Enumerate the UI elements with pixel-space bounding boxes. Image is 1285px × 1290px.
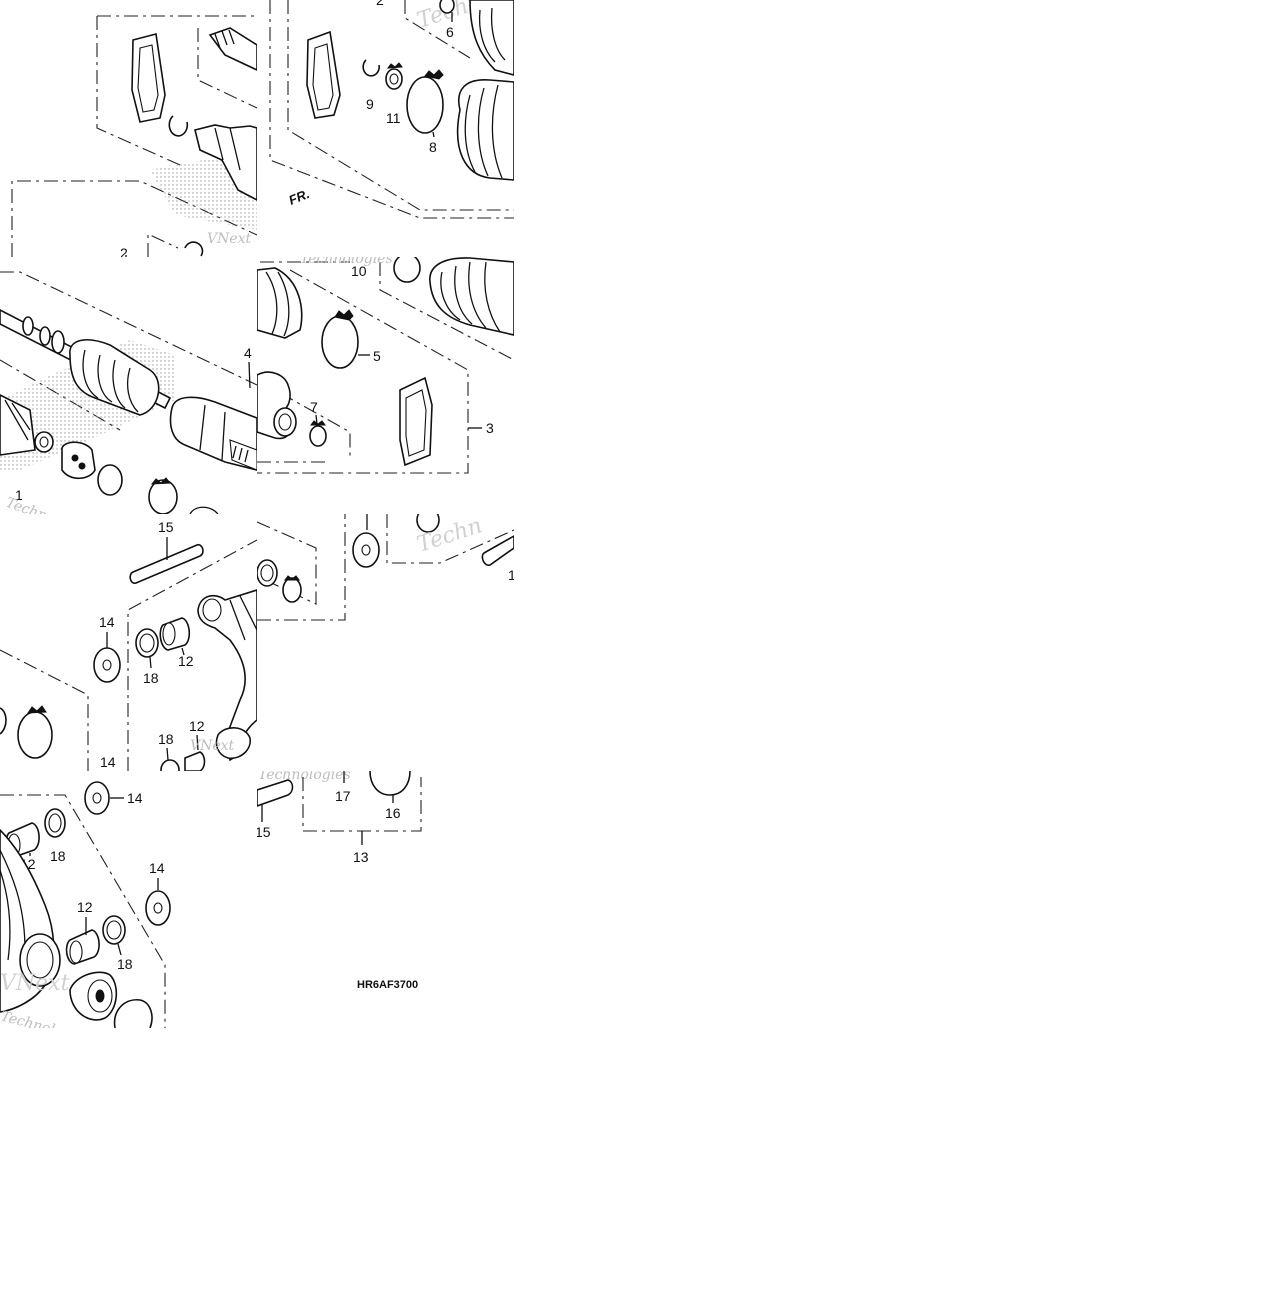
tile-2: 2 Techn 9 11 8 6 [269,0,514,219]
callout-17: 17 [335,788,351,804]
callout-12b: 12 [189,718,205,734]
tile-4: Technologies 10 5 7 3 [257,251,514,474]
callout-18d: 18 [117,956,133,972]
callout-13: 13 [353,849,369,865]
callout-14c: 14 [127,790,143,806]
diagram-code: HR6AF3700 [357,979,418,991]
callout-14b: 14 [100,754,116,770]
watermark-text-4: VNext [190,738,235,754]
watermark-text-6: VNext [0,971,70,996]
callout-3: 3 [486,420,494,436]
callout-5: 5 [373,348,381,364]
callout-15b: 15 [255,824,271,840]
callout-14a: 14 [99,614,115,630]
callout-15a: 15 [158,519,174,535]
callout-18b: 18 [158,731,174,747]
callout-9: 9 [366,96,374,112]
callout-18c: 18 [50,848,66,864]
tile-6: Techn 1 [257,514,516,621]
watermark-text-5: Technologies [0,1008,93,1047]
watermark-text-7: Technologies [258,767,351,783]
callout-1: 1 [15,487,23,503]
callout-7: 7 [310,399,318,415]
callout-6: 6 [446,24,454,40]
callout-10: 10 [351,263,367,279]
callout-2b: 2 [376,0,384,8]
tile-8: Technologies 15 13 17 16 HR6AF3700 [255,767,422,991]
watermark-text-2: Technologies [4,495,97,542]
callout-2a: 2 [120,245,128,261]
callout-14d: 14 [149,860,165,876]
callout-8: 8 [429,139,437,155]
watermark-text: VNext [207,231,252,247]
watermark-text-3: Technologies [300,251,393,267]
tile-3: 4 1 Technologies [0,271,257,542]
callout-18a: 18 [143,670,159,686]
callout-11: 11 [386,110,401,126]
callout-16: 16 [385,805,401,821]
direction-label: FR. [287,186,312,208]
callout-15c: 1 [508,567,516,583]
tile-1: VNext 2 [11,15,257,261]
tile-7: 14 12 18 14 12 18 Technologies V [0,781,171,1047]
callout-12a: 12 [178,653,194,669]
callout-12d: 12 [77,899,93,915]
tile-5: 15 14 18 12 14 18 12 VNext [0,519,257,771]
callout-4: 4 [244,345,252,361]
